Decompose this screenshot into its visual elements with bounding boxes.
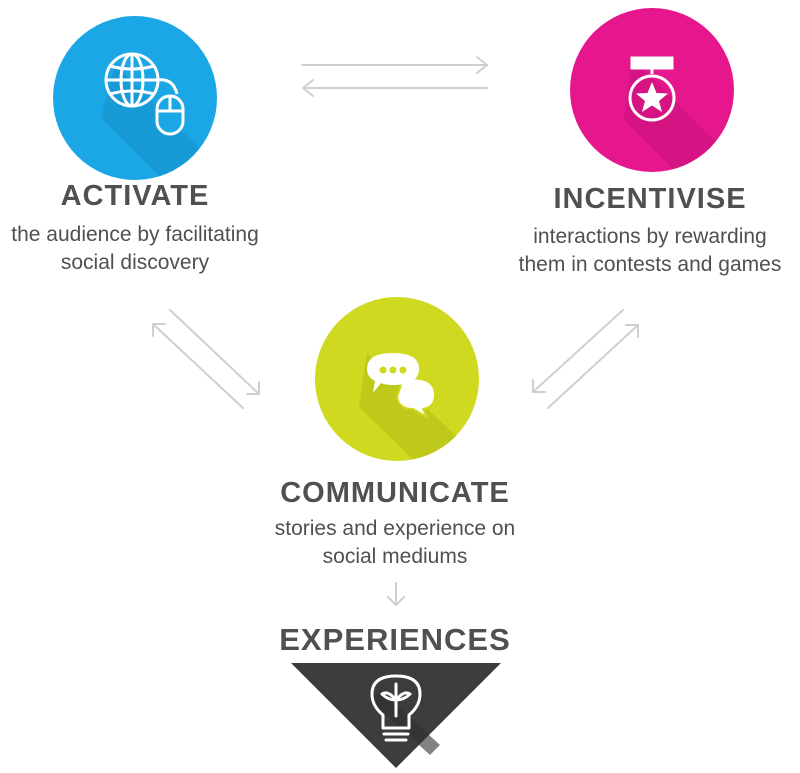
- incentivise-description-line1: interactions by rewarding: [533, 225, 767, 248]
- arrow-communicate-to-experiences: [387, 582, 405, 606]
- communicate-description-line2: social mediums: [322, 545, 468, 568]
- star-medal-icon: [624, 56, 734, 172]
- arrow-activate-to-incentivise: [301, 56, 488, 74]
- arrow-activate-to-communicate: [169, 309, 260, 395]
- activate-description-line1: the audience by facilitating: [11, 223, 259, 246]
- communicate-title: COMMUNICATE: [280, 477, 510, 509]
- incentivise-title: INCENTIVISE: [553, 183, 747, 215]
- activate-title: ACTIVATE: [60, 180, 210, 212]
- arrow-incentivise-to-activate: [302, 79, 488, 97]
- arrow-communicate-to-activate: [152, 323, 244, 409]
- activate-description-line2: social discovery: [60, 251, 210, 274]
- chat-bubbles-icon: [359, 353, 479, 461]
- experiences-title: EXPERIENCES: [279, 622, 511, 657]
- communicate-circle: [315, 297, 479, 461]
- arrow-incentivise-to-communicate: [532, 309, 624, 393]
- communicate-description-line1: stories and experience on: [274, 517, 516, 540]
- incentivise-circle: [570, 8, 734, 172]
- activate-circle: [53, 16, 217, 180]
- globe-mouse-icon: [101, 52, 217, 180]
- incentivise-description-line2: them in contests and games: [518, 253, 782, 276]
- arrow-communicate-to-incentivise: [547, 324, 639, 409]
- lightbulb-icon: [370, 674, 422, 742]
